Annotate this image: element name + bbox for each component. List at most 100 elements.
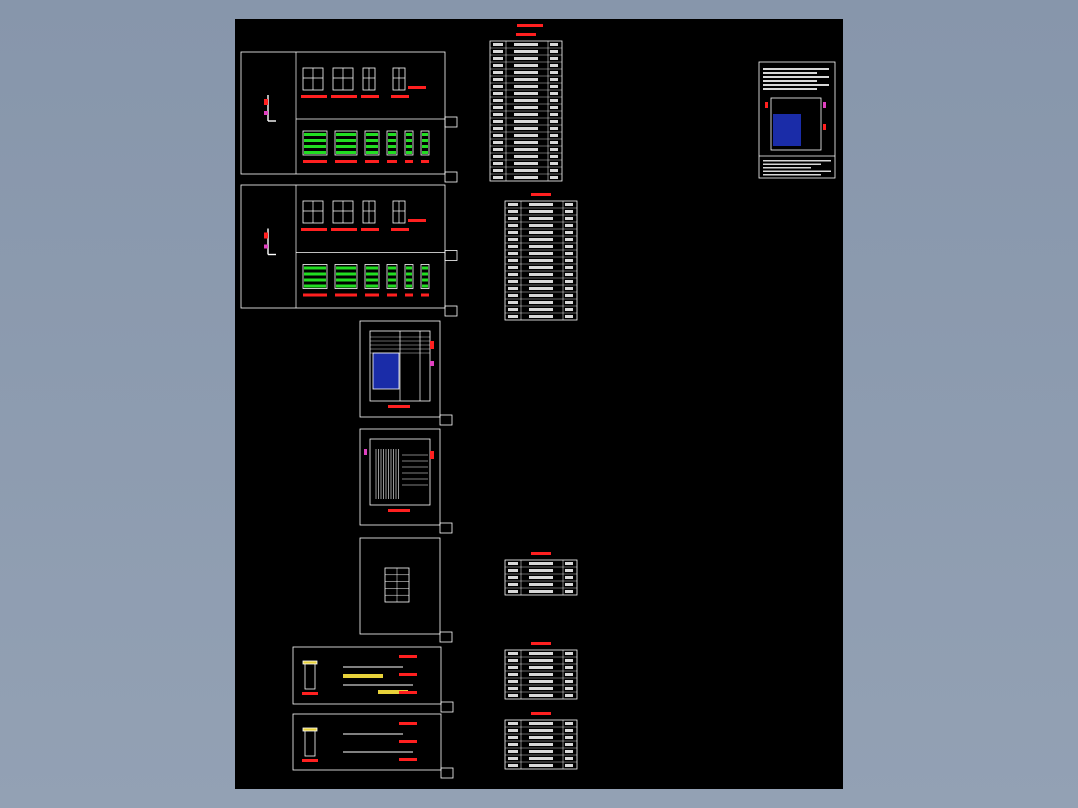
schedule-cell-text: [565, 259, 573, 262]
schedule-cell-text: [565, 666, 573, 669]
schedule-cell-text: [514, 85, 538, 88]
reinforcement-detail: [420, 130, 430, 156]
beam-title-tag: [399, 758, 417, 761]
section-mark-tag: [264, 99, 268, 105]
schedule-cell-text: [550, 78, 558, 81]
detail-title-tag: [331, 228, 357, 231]
schedule-cell-text: [508, 583, 518, 586]
schedule-cell-text: [550, 92, 558, 95]
schedule-cell-text: [565, 687, 573, 690]
notes-text-line: [763, 170, 831, 172]
schedule-cell-text: [514, 43, 538, 46]
green-hatch: [304, 145, 326, 148]
schedule-cell-text: [514, 162, 538, 165]
schedule-cell-text: [508, 750, 518, 753]
green-hatch: [304, 151, 326, 154]
schedule-cell-text: [529, 569, 553, 572]
schedule-cell-text: [529, 576, 553, 579]
schedule-cell-text: [508, 659, 518, 662]
schedule-cell-text: [529, 652, 553, 655]
schedule-cell-text: [529, 294, 553, 297]
green-hatch: [336, 266, 356, 270]
schedule-cell-text: [493, 148, 503, 151]
schedule-cell-text: [565, 210, 573, 213]
schedule-cell-text: [565, 764, 573, 767]
frame-tab-2: [444, 305, 458, 317]
detail-title-tag: [361, 228, 379, 231]
schedule-cell-text: [565, 231, 573, 234]
schedule-cell-text: [508, 666, 518, 669]
green-hatch: [304, 272, 326, 276]
section-mark-tag: [264, 244, 268, 249]
notes-text-line: [763, 68, 829, 70]
schedule-cell-text: [565, 576, 573, 579]
detail-title-tag: [391, 228, 409, 231]
schedule-cell-text: [529, 562, 553, 565]
schedule-cell-text: [508, 266, 518, 269]
schedule-title-tag-3: [531, 552, 551, 555]
detail-title-tag: [408, 86, 426, 89]
reinforcement-detail: [334, 264, 358, 289]
green-hatch: [336, 151, 356, 154]
schedule-cell-text: [529, 203, 553, 206]
schedule-cell-text: [508, 652, 518, 655]
schedule-cell-text: [493, 127, 503, 130]
reinforcement-detail: [364, 264, 380, 289]
green-hatch: [406, 284, 412, 288]
green-hatch: [336, 133, 356, 136]
schedule-cell-text: [550, 169, 558, 172]
schedule-cell-text: [565, 224, 573, 227]
green-hatch: [406, 272, 412, 276]
schedule-cell-text: [508, 287, 518, 290]
schedule-cell-text: [514, 127, 538, 130]
schedule-cell-text: [565, 273, 573, 276]
schedule-cell-text: [514, 155, 538, 158]
schedule-cell-text: [565, 743, 573, 746]
schedule-cell-text: [493, 134, 503, 137]
schedule-cell-text: [508, 308, 518, 311]
schedule-cell-text: [529, 245, 553, 248]
green-hatch: [422, 266, 428, 270]
schedule-cell-text: [508, 217, 518, 220]
schedule-cell-text: [514, 134, 538, 137]
schedule-table-2: [504, 200, 578, 321]
beam-title-tag: [302, 759, 318, 762]
green-hatch: [422, 278, 428, 282]
schedule-cell-text: [565, 238, 573, 241]
drawing-frame-6: [292, 646, 442, 705]
schedule-cell-text: [565, 308, 573, 311]
green-hatch: [304, 139, 326, 142]
notes-text-line: [763, 167, 811, 169]
schedule-cell-text: [514, 71, 538, 74]
schedule-cell-text: [508, 590, 518, 593]
schedule-cell-text: [493, 71, 503, 74]
drawing-frame-7: [292, 713, 442, 771]
cad-drawing-sheet[interactable]: [235, 19, 843, 789]
drawing-frame-1: [240, 51, 446, 175]
schedule-cell-text: [550, 141, 558, 144]
schedule-cell-text: [493, 155, 503, 158]
schedule-cell-text: [508, 203, 518, 206]
detail-title-tag: [335, 160, 357, 163]
schedule-cell-text: [529, 673, 553, 676]
plan-blue-zone: [372, 352, 400, 390]
schedule-cell-text: [529, 287, 553, 290]
notes-text-line: [763, 84, 829, 86]
schedule-cell-text: [508, 694, 518, 697]
schedule-cell-text: [514, 176, 538, 179]
green-hatch: [422, 133, 428, 136]
detail-title-tag: [421, 293, 429, 297]
detail-title-tag: [408, 219, 426, 222]
schedule-cell-text: [550, 134, 558, 137]
schedule-cell-text: [565, 203, 573, 206]
schedule-title-tag-4: [531, 642, 551, 645]
schedule-cell-text: [565, 694, 573, 697]
schedule-cell-text: [529, 217, 553, 220]
schedule-cell-text: [514, 113, 538, 116]
drawing-frame-5: [359, 537, 441, 635]
cad-drawing-canvas: [240, 24, 836, 779]
schedule-cell-text: [529, 280, 553, 283]
green-hatch: [336, 145, 356, 148]
notes-text-line: [763, 72, 817, 74]
green-hatch: [406, 139, 412, 142]
